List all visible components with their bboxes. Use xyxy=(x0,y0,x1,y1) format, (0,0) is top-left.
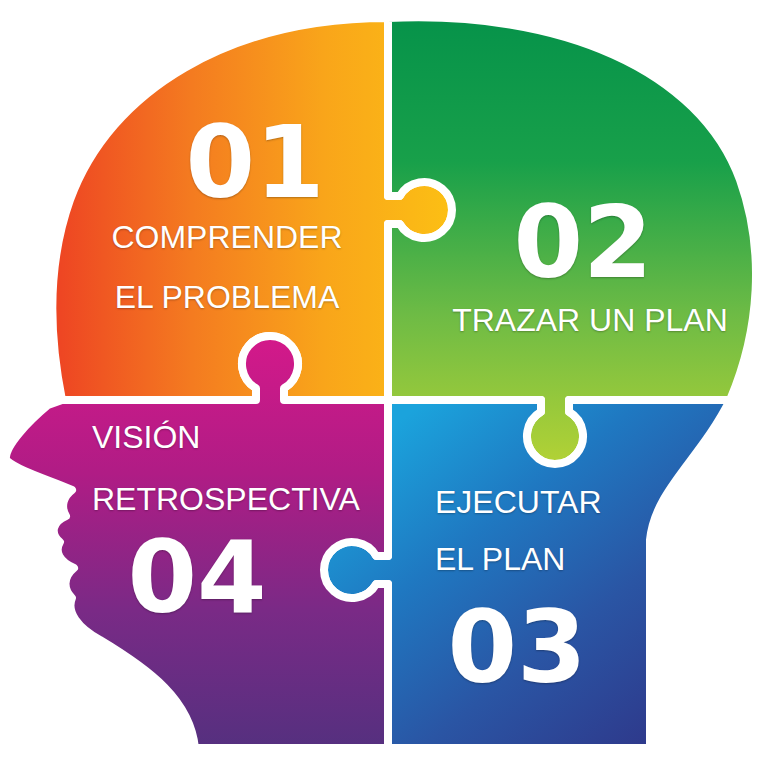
step-label: COMPRENDER EL PROBLEMA xyxy=(102,207,352,327)
puzzle-piece-path xyxy=(6,336,388,748)
puzzle-piece: VISIÓN RETROSPECTIVA04 xyxy=(0,330,396,752)
step-label: EJECUTAR EL PLAN xyxy=(435,474,635,588)
step-label: VISIÓN RETROSPECTIVA xyxy=(92,406,377,530)
step-label: TRAZAR UN PLAN xyxy=(430,300,750,340)
step-number: 04 xyxy=(97,528,297,628)
step-number: 03 xyxy=(417,598,617,698)
step-number: 01 xyxy=(155,113,355,213)
step-number: 02 xyxy=(483,193,683,293)
